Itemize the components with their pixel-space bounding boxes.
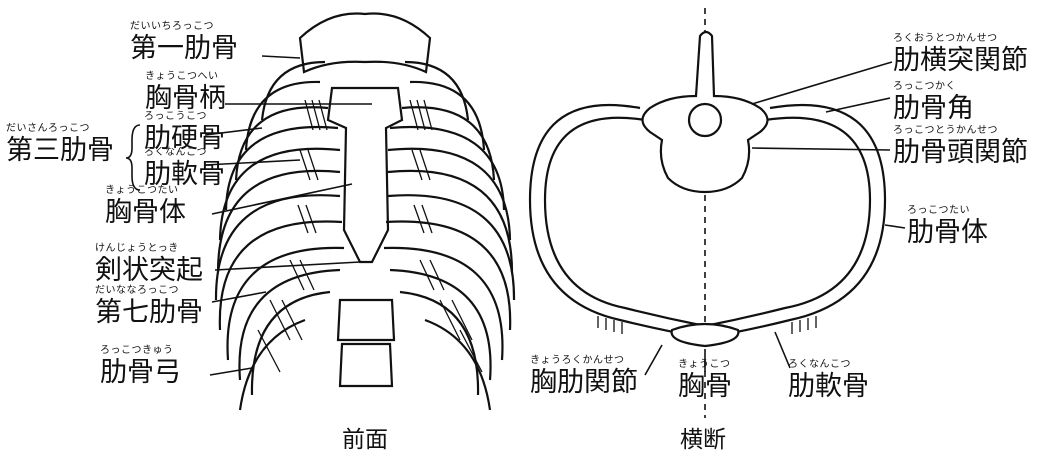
sternum-section xyxy=(672,324,739,346)
label-rib-cartilage: ろくなんこつ 肋軟骨 xyxy=(144,148,225,188)
ruby-costal-arch: ろっこつきゅう xyxy=(100,346,181,356)
text-sternocostal: 胸肋関節 xyxy=(530,369,638,396)
caption-cross-section: 横断 xyxy=(680,420,726,454)
ruby-sternocostal: きょうろくかんせつ xyxy=(530,356,638,366)
ruby-rib-body: ろっこつたい xyxy=(907,206,988,216)
label-seventh-rib: だいななろっこつ 第七肋骨 xyxy=(95,286,203,326)
front-ribcage xyxy=(216,14,514,411)
text-costal-arch: 肋骨弓 xyxy=(100,359,181,386)
label-costovertebral: ろっこつとうかんせつ 肋骨頭関節 xyxy=(893,126,1028,166)
sternum-shape xyxy=(328,88,402,262)
ruby-xiphoid: けんじょうとっき xyxy=(95,244,203,254)
text-sternum-body: 胸骨体 xyxy=(105,199,186,226)
ruby-rib-bone: ろっこうこつ xyxy=(144,112,225,122)
text-rib-angle: 肋骨角 xyxy=(893,95,974,122)
text-third-rib: 第三肋骨 xyxy=(6,137,114,164)
text-manubrium: 胸骨柄 xyxy=(145,85,226,112)
caption-front: 前面 xyxy=(342,420,388,454)
text-costal-cartilage: 肋軟骨 xyxy=(788,373,869,400)
ruby-rib-cartilage: ろくなんこつ xyxy=(144,148,225,158)
right-ribs xyxy=(384,62,514,410)
ruby-costal-cartilage: ろくなんこつ xyxy=(788,360,869,370)
ruby-costovertebral: ろっこつとうかんせつ xyxy=(893,126,1028,136)
text-rib-body: 肋骨体 xyxy=(907,219,988,246)
ruby-first-rib: だいいちろっこつ xyxy=(130,22,238,32)
label-sternum: きょうこつ 胸骨 xyxy=(678,360,732,400)
text-first-rib: 第一肋骨 xyxy=(130,35,238,62)
label-xiphoid: けんじょうとっき 剣状突起 xyxy=(95,244,203,284)
text-sternum: 胸骨 xyxy=(678,373,732,400)
label-costal-arch: ろっこつきゅう 肋骨弓 xyxy=(100,346,181,386)
ruby-costotransverse: ろくおうとつかんせつ xyxy=(893,34,1028,44)
label-manubrium: きょうこつへい 胸骨柄 xyxy=(145,72,226,112)
text-costovertebral: 肋骨頭関節 xyxy=(893,139,1028,166)
ruby-sternum: きょうこつ xyxy=(678,360,732,370)
ruby-seventh-rib: だいななろっこつ xyxy=(95,286,203,296)
ruby-rib-angle: ろっこつかく xyxy=(893,82,974,92)
label-rib-body: ろっこつたい 肋骨体 xyxy=(907,206,988,246)
label-sternocostal: きょうろくかんせつ 胸肋関節 xyxy=(530,356,638,396)
text-rib-cartilage: 肋軟骨 xyxy=(144,161,225,188)
label-first-rib: だいいちろっこつ 第一肋骨 xyxy=(130,22,238,62)
label-third-rib: だいさんろっこつ 第三肋骨 xyxy=(6,124,114,164)
label-costotransverse: ろくおうとつかんせつ 肋横突関節 xyxy=(893,34,1028,74)
spine-lower xyxy=(338,300,394,386)
text-xiphoid: 剣状突起 xyxy=(95,257,203,284)
label-sternum-body: きょうこつたい 胸骨体 xyxy=(105,186,186,226)
ruby-sternum-body: きょうこつたい xyxy=(105,186,186,196)
left-ribs xyxy=(216,62,344,410)
label-rib-angle: ろっこつかく 肋骨角 xyxy=(893,82,974,122)
ruby-manubrium: きょうこつへい xyxy=(145,72,226,82)
ruby-third-rib: だいさんろっこつ xyxy=(6,124,114,134)
label-costal-cartilage: ろくなんこつ 肋軟骨 xyxy=(788,360,869,400)
text-costotransverse: 肋横突関節 xyxy=(893,47,1028,74)
text-seventh-rib: 第七肋骨 xyxy=(95,299,203,326)
label-rib-bone: ろっこうこつ 肋硬骨 xyxy=(144,112,225,152)
